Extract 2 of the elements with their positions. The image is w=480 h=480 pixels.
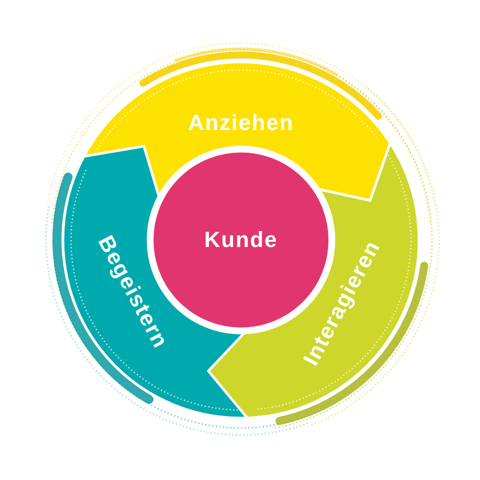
- stage-label: Anziehen: [188, 112, 294, 134]
- center-label: Kunde: [204, 229, 278, 251]
